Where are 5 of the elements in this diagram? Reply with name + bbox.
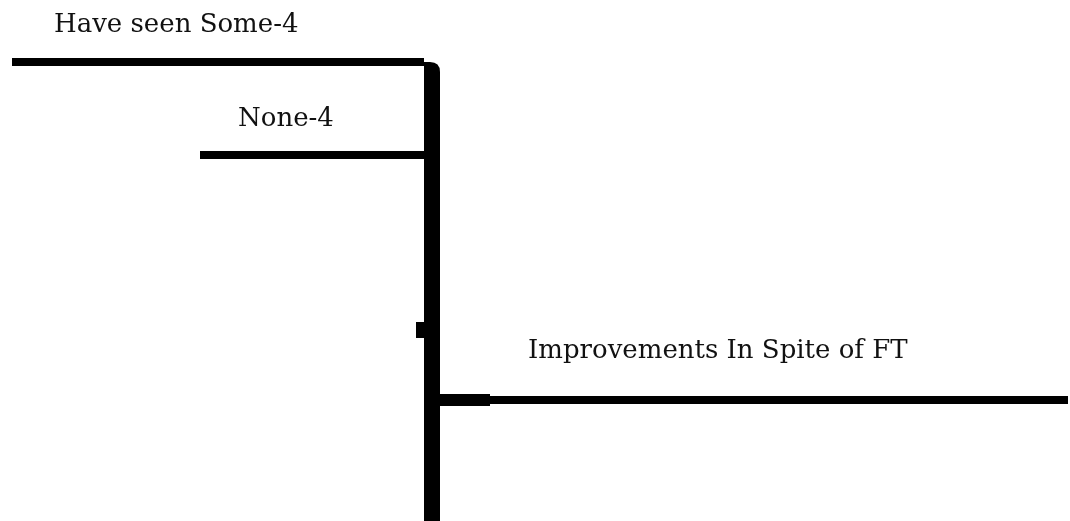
branch-label: Have seen Some-4 <box>54 8 299 38</box>
branch-label: Improvements In Spite of FT <box>528 334 908 364</box>
connector-line <box>440 394 490 406</box>
branch-label: None-4 <box>238 102 334 132</box>
trunk-bar <box>424 62 440 521</box>
